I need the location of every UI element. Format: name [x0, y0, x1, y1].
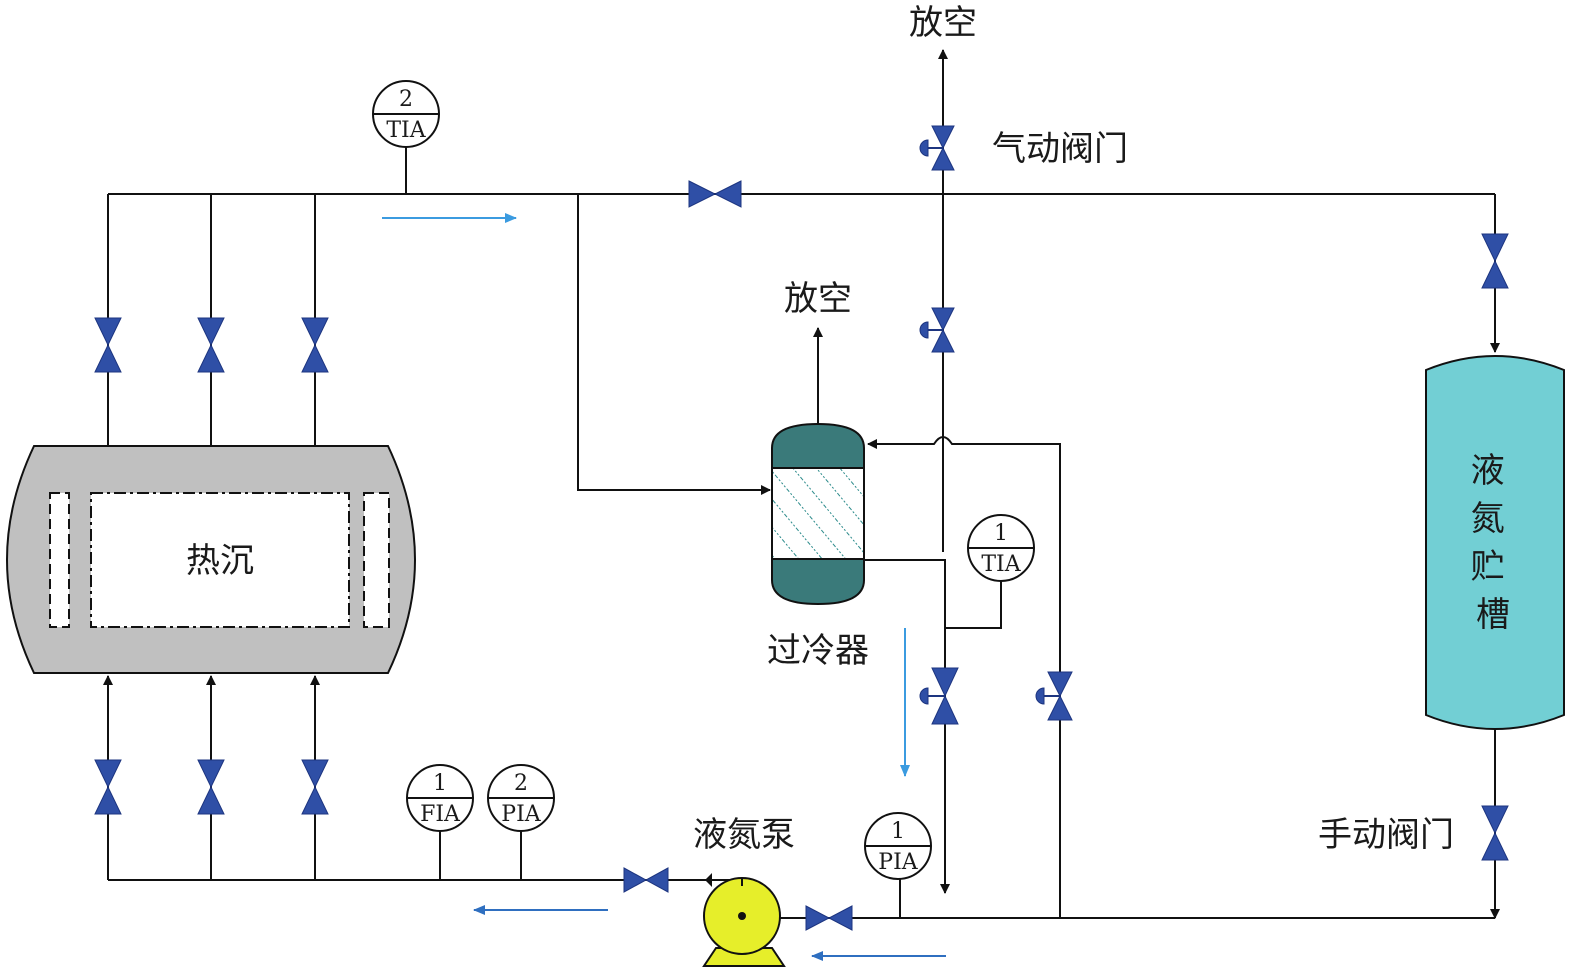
subcooler: 过冷器 — [767, 422, 869, 671]
svg-text:TIA: TIA — [981, 552, 1021, 577]
svg-text:PIA: PIA — [878, 850, 918, 875]
vent-top-label: 放空 — [909, 3, 977, 43]
valve-heat-sink-top-2[interactable] — [197, 317, 225, 373]
svg-text:2: 2 — [399, 87, 413, 112]
vent-mid-label: 放空 — [784, 279, 852, 319]
instrument-pia-1[interactable]: 1 PIA — [864, 812, 932, 880]
valve-heat-sink-bottom-3[interactable] — [301, 759, 329, 815]
valve-heat-sink-top-3[interactable] — [301, 317, 329, 373]
heat-sink: 热沉 — [6, 445, 416, 674]
subcooler-label: 过冷器 — [767, 631, 869, 671]
valve-heat-sink-bottom-1[interactable] — [94, 759, 122, 815]
valve-pump-suction[interactable] — [805, 905, 853, 931]
svg-text:1: 1 — [994, 521, 1008, 546]
manual-valve[interactable] — [1481, 805, 1509, 861]
pneumatic-valve-mid[interactable] — [919, 307, 955, 353]
valve-tank-top[interactable] — [1481, 233, 1509, 289]
pneumatic-valve-lower[interactable] — [919, 667, 959, 725]
pneumatic-valve-label: 气动阀门 — [992, 129, 1128, 169]
svg-text:2: 2 — [514, 771, 528, 796]
manual-valve-label: 手动阀门 — [1318, 815, 1454, 855]
ln2-tank: 液 氮 贮 槽 — [1425, 355, 1565, 730]
pump-label: 液氮泵 — [693, 815, 795, 855]
svg-text:1: 1 — [891, 819, 905, 844]
pneumatic-valve-right[interactable] — [1035, 671, 1073, 721]
pneumatic-valve-vent[interactable] — [919, 125, 955, 171]
tank-label: 液 氮 贮 槽 — [1471, 451, 1516, 635]
heat-sink-label: 热沉 — [186, 541, 254, 581]
svg-text:PIA: PIA — [501, 802, 541, 827]
instrument-tia-1[interactable]: 1 TIA — [967, 514, 1035, 582]
valve-pump-discharge[interactable] — [623, 867, 669, 893]
svg-text:FIA: FIA — [420, 802, 461, 827]
instrument-tia-2[interactable]: 2 TIA — [372, 80, 440, 148]
instrument-pia-2[interactable]: 2 PIA — [487, 764, 555, 832]
pump-inlet-arrow — [705, 873, 712, 887]
valve-heat-sink-top-1[interactable] — [94, 317, 122, 373]
svg-text:1: 1 — [433, 771, 447, 796]
flow-arrows — [382, 213, 946, 961]
svg-text:TIA: TIA — [386, 118, 426, 143]
instrument-fia-1[interactable]: 1 FIA — [406, 764, 474, 832]
ln2-pump[interactable] — [702, 877, 786, 967]
valve-heat-sink-bottom-2[interactable] — [197, 759, 225, 815]
valve-top-header[interactable] — [688, 180, 742, 208]
